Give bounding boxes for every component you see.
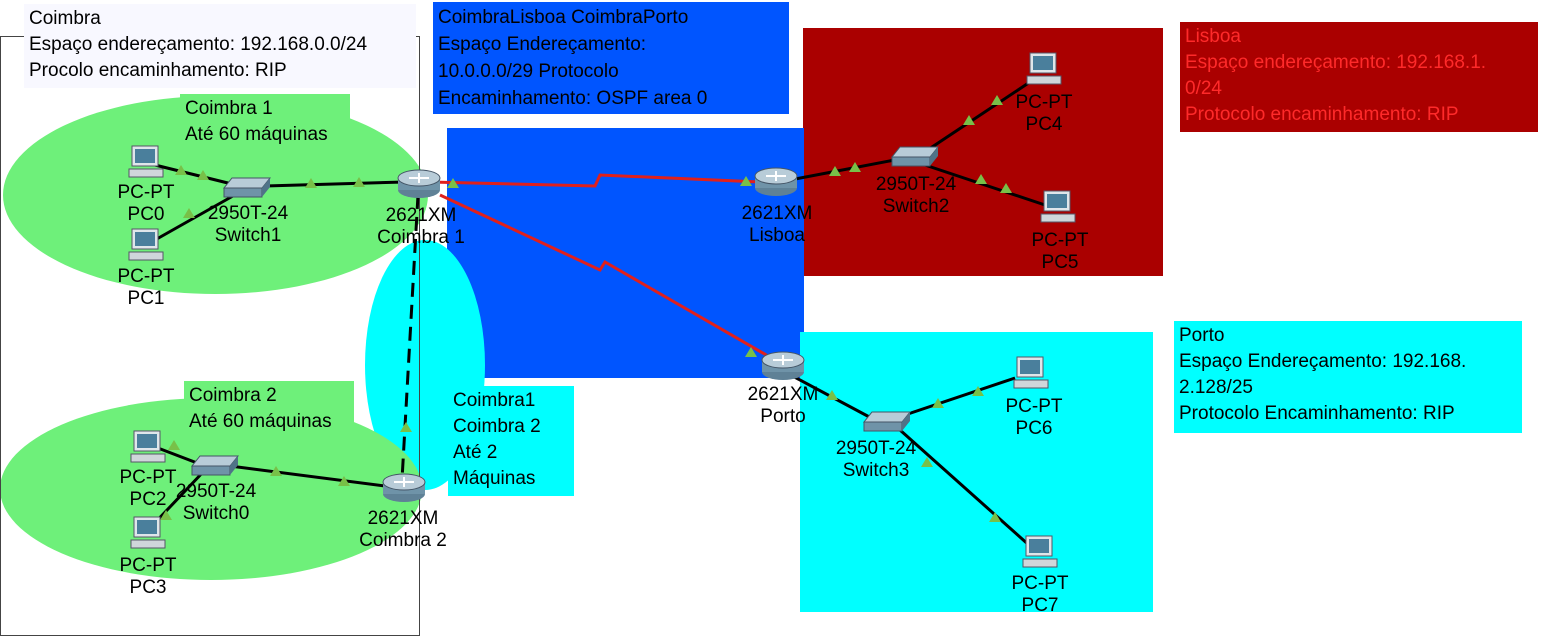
note-porto-line2: Espaço Endereçamento: 192.168. bbox=[1179, 351, 1467, 372]
pc5-name: PC5 bbox=[1041, 252, 1079, 273]
note-lisboa[interactable]: Lisboa Espaço endereçamento: 192.168.1. … bbox=[1180, 22, 1538, 132]
link-switch3-pc6 bbox=[889, 376, 1016, 422]
note-coimbra1[interactable]: Coimbra 1 Até 60 máquinas bbox=[180, 94, 350, 150]
note-lisboa-line1: Lisboa bbox=[1185, 26, 1241, 47]
note-coimbra2[interactable]: Coimbra 2 Até 60 máquinas bbox=[184, 381, 354, 437]
note-coimbra2-line1: Coimbra 2 bbox=[189, 385, 277, 406]
pc2-name: PC2 bbox=[129, 489, 167, 510]
router-coimbra1-name: Coimbra 1 bbox=[377, 227, 465, 248]
note-lisboa-line2: Espaço endereçamento: 192.168.1. bbox=[1185, 52, 1487, 73]
pc2-model: PC-PT bbox=[119, 467, 177, 488]
pc0-name: PC0 bbox=[127, 204, 165, 225]
link-pc0-switch1 bbox=[154, 163, 241, 188]
note-coimbra1-line2: Até 60 máquinas bbox=[185, 124, 328, 145]
router-lisboa-model: 2621XM bbox=[741, 203, 813, 224]
porto-area bbox=[800, 332, 1153, 612]
note-coimbra-link-line2: Coimbra 2 bbox=[453, 416, 541, 437]
port-markers bbox=[160, 95, 1012, 522]
pc3-model: PC-PT bbox=[119, 555, 177, 576]
link-router-lisboa-switch2 bbox=[789, 156, 906, 182]
pc1-name: PC1 bbox=[127, 288, 165, 309]
note-lisboa-line3: 0/24 bbox=[1185, 78, 1222, 99]
note-coimbra[interactable]: Coimbra Espaço endereçamento: 192.168.0.… bbox=[24, 4, 416, 88]
note-porto-line3: 2.128/25 bbox=[1179, 377, 1253, 398]
note-coimbra-line2: Espaço endereçamento: 192.168.0.0/24 bbox=[29, 34, 368, 55]
note-ospf-line3: 10.0.0.0/29 Protocolo bbox=[438, 61, 619, 82]
router-coimbra2-name: Coimbra 2 bbox=[359, 530, 447, 551]
links-layer bbox=[148, 80, 1046, 548]
pc7-model: PC-PT bbox=[1011, 573, 1069, 594]
switch2-name: Switch2 bbox=[882, 196, 950, 217]
switch0-model: 2950T-24 bbox=[175, 481, 257, 502]
note-porto-line4: Protocolo Encaminhamento: RIP bbox=[1179, 403, 1455, 424]
router-coimbra2-model: 2621XM bbox=[367, 508, 439, 529]
pc0-model: PC-PT bbox=[117, 182, 175, 203]
router-porto-model: 2621XM bbox=[747, 384, 819, 405]
switch2-model: 2950T-24 bbox=[875, 174, 957, 195]
note-coimbra1-line1: Coimbra 1 bbox=[185, 98, 273, 119]
switch1-model: 2950T-24 bbox=[207, 203, 289, 224]
link-switch0-router2 bbox=[229, 464, 401, 490]
link-switch2-pc5 bbox=[924, 163, 1046, 207]
router-porto-name: Porto bbox=[760, 406, 806, 427]
pc1-model: PC-PT bbox=[117, 266, 175, 287]
link-pc1-switch1 bbox=[154, 190, 241, 242]
switch1-name: Switch1 bbox=[214, 225, 282, 246]
note-ospf[interactable]: CoimbraLisboa CoimbraPorto Espaço Endere… bbox=[433, 2, 789, 114]
pc7-name: PC7 bbox=[1021, 595, 1059, 616]
lisboa-area bbox=[803, 28, 1163, 276]
note-coimbra2-line2: Até 60 máquinas bbox=[189, 411, 332, 432]
pc5-model: PC-PT bbox=[1031, 230, 1089, 251]
note-ospf-line2: Espaço Endereçamento: bbox=[438, 34, 647, 55]
pc6-model: PC-PT bbox=[1005, 396, 1063, 417]
link-switch2-pc4 bbox=[919, 80, 1031, 157]
wan-area bbox=[447, 128, 804, 378]
link-switch1-router1 bbox=[264, 180, 406, 188]
router-coimbra1-model: 2621XM bbox=[385, 205, 457, 226]
pc3-name: PC3 bbox=[129, 577, 167, 598]
pc6-name: PC6 bbox=[1015, 418, 1053, 439]
note-ospf-line1: CoimbraLisboa CoimbraPorto bbox=[438, 7, 689, 28]
link-switch3-pc7 bbox=[899, 428, 1031, 548]
note-lisboa-line4: Protocolo encaminhamento: RIP bbox=[1185, 104, 1459, 125]
note-coimbra-link-line1: Coimbra1 bbox=[453, 390, 536, 411]
note-coimbra-link-line3: Até 2 bbox=[453, 442, 498, 463]
serial-coimbra-porto bbox=[439, 193, 776, 362]
switch3-name: Switch3 bbox=[842, 460, 910, 481]
link-router1-router2 bbox=[400, 194, 420, 481]
router-lisboa-name: Lisboa bbox=[749, 225, 805, 246]
serial-coimbra-lisboa bbox=[429, 173, 761, 188]
note-coimbra-line1: Coimbra bbox=[29, 8, 101, 29]
note-ospf-line4: Encaminhamento: OSPF area 0 bbox=[438, 88, 708, 109]
note-porto-line1: Porto bbox=[1179, 325, 1225, 346]
pc4-name: PC4 bbox=[1025, 114, 1063, 135]
note-coimbra-link-line4: Máquinas bbox=[453, 468, 536, 489]
switch0-name: Switch0 bbox=[182, 503, 250, 524]
note-porto[interactable]: Porto Espaço Endereçamento: 192.168. 2.1… bbox=[1174, 321, 1522, 433]
pc4-model: PC-PT bbox=[1015, 92, 1073, 113]
note-coimbra-line3: Procolo encaminhamento: RIP bbox=[29, 60, 287, 81]
switch3-model: 2950T-24 bbox=[835, 438, 917, 459]
note-coimbra-link[interactable]: Coimbra1 Coimbra 2 Até 2 Máquinas bbox=[448, 386, 574, 496]
